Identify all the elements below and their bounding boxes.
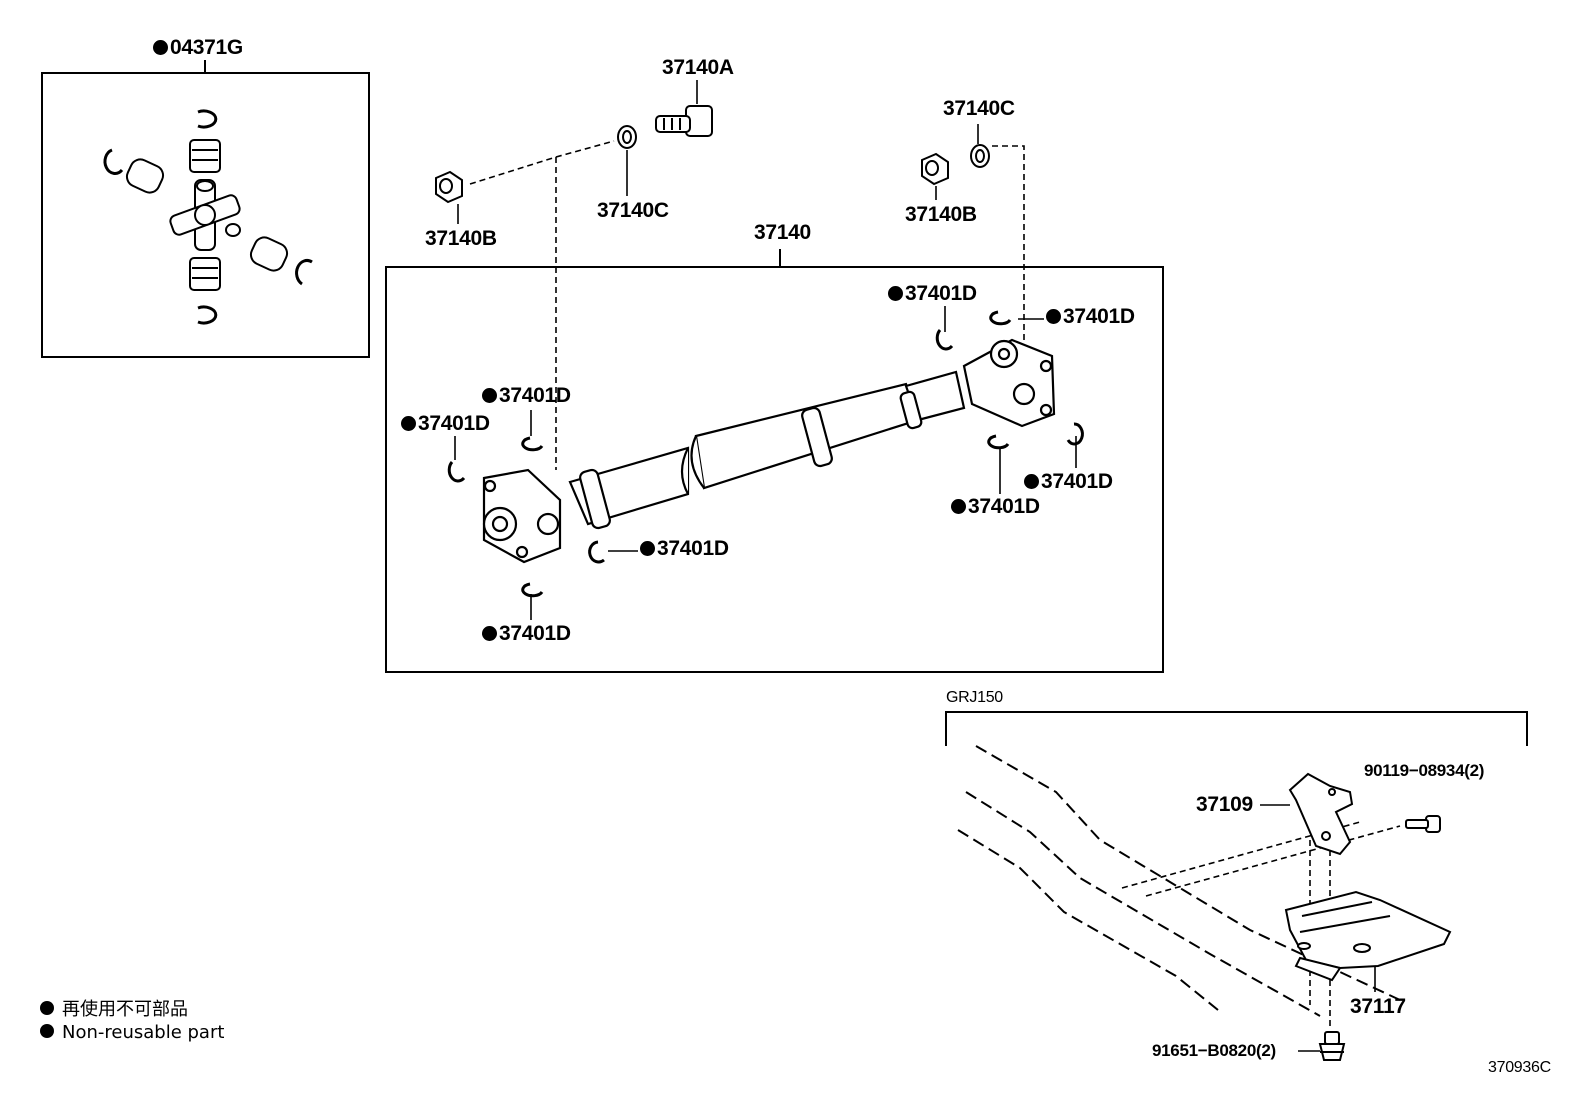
figure-number: 370936C xyxy=(1488,1059,1551,1076)
label-37140C-top: 37140C xyxy=(943,97,1015,120)
label-37401D: 37401D xyxy=(482,385,571,406)
non-reusable-dot-icon xyxy=(951,499,966,514)
label-37140: 37140 xyxy=(754,221,811,244)
universal-joint-spider-icon xyxy=(169,179,241,251)
label-37401D: 37401D xyxy=(1024,471,1113,492)
grj150-bracket xyxy=(945,711,1528,746)
label-37140C-mid: 37140C xyxy=(597,199,669,222)
non-reusable-dot-icon xyxy=(401,416,416,431)
non-reusable-dot-icon xyxy=(1046,309,1061,324)
label-grj150: GRJ150 xyxy=(946,689,1003,706)
non-reusable-dot-icon xyxy=(640,541,655,556)
label-37401D: 37401D xyxy=(1046,306,1135,327)
bolt-37140A-icon xyxy=(655,105,713,137)
non-reusable-dot-icon xyxy=(40,1024,54,1038)
washer-37140C-icon xyxy=(617,125,990,168)
non-reusable-dot-icon xyxy=(482,388,497,403)
label-37401D: 37401D xyxy=(401,413,490,434)
label-37401D: 37401D xyxy=(640,538,729,559)
non-reusable-dot-icon xyxy=(482,626,497,641)
nut-37140B-icon xyxy=(435,152,949,204)
protector-37117-icon xyxy=(1284,890,1452,982)
shaft-assembly-box xyxy=(385,266,1164,673)
legend-en: Non-reusable part xyxy=(40,1024,224,1042)
label-37109: 37109 xyxy=(1196,793,1253,816)
bracket-37109-icon xyxy=(1288,772,1354,856)
bearing-cup-icon xyxy=(125,139,289,291)
non-reusable-dot-icon xyxy=(888,286,903,301)
label-kit-04371G: 04371G xyxy=(153,37,243,58)
label-37140B-right: 37140B xyxy=(905,203,977,226)
label-90119-08934: 90119−08934(2) xyxy=(1364,761,1485,780)
bolt-90119-icon xyxy=(1405,815,1441,833)
non-reusable-dot-icon xyxy=(153,40,168,55)
legend-jp: 再使用不可部品 xyxy=(40,1001,188,1019)
label-37117: 37117 xyxy=(1350,995,1406,1018)
label-37401D: 37401D xyxy=(951,496,1040,517)
label-91651-B0820: 91651−B0820(2) xyxy=(1152,1041,1276,1060)
propeller-shaft-icon xyxy=(482,338,1056,564)
label-37401D: 37401D xyxy=(482,623,571,644)
non-reusable-dot-icon xyxy=(40,1001,54,1015)
label-37401D: 37401D xyxy=(888,283,977,304)
label-37140B-left: 37140B xyxy=(425,227,497,250)
non-reusable-dot-icon xyxy=(1024,474,1039,489)
bolt-91651-icon xyxy=(1318,1031,1346,1061)
snap-ring-37401D-icon xyxy=(447,310,1084,598)
snap-ring-icon xyxy=(103,109,313,325)
label-37140A: 37140A xyxy=(662,56,734,79)
